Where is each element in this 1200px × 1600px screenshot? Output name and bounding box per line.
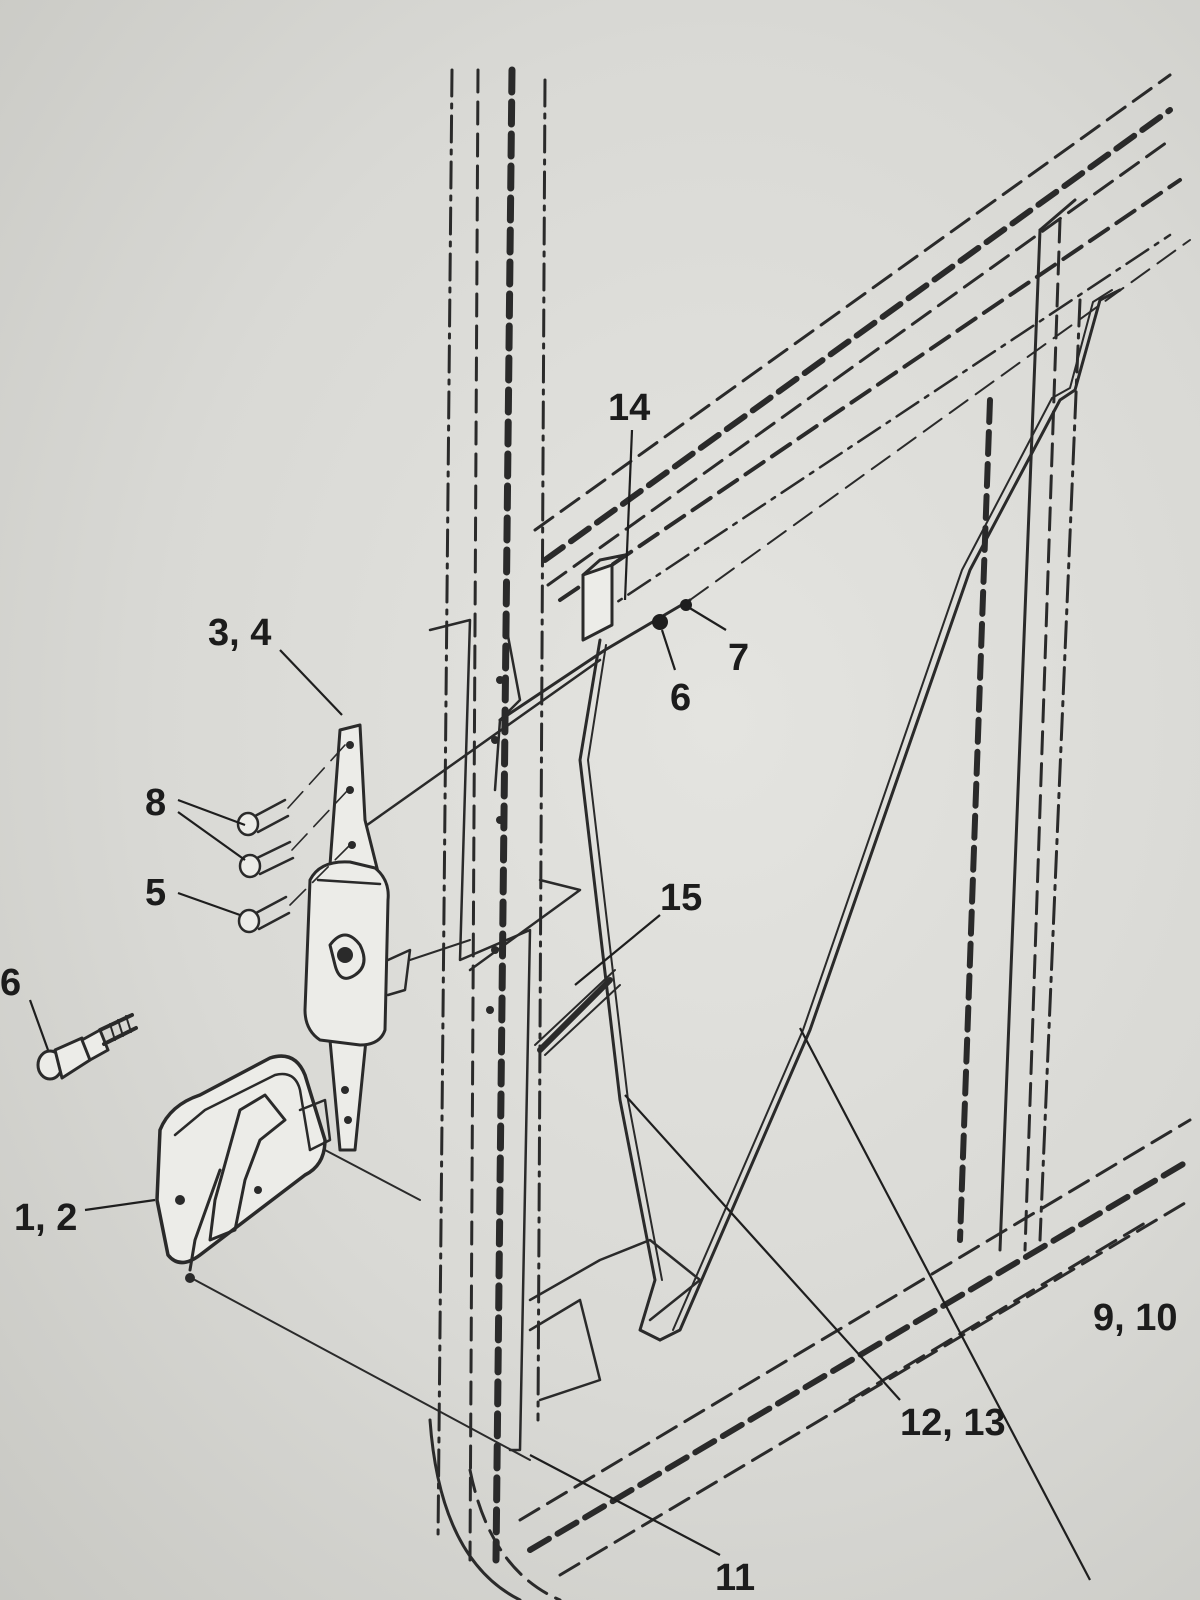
- rod-guide-14: [581, 553, 627, 642]
- callout-5: 5: [145, 872, 166, 914]
- inside-handle-rod: [578, 638, 663, 1342]
- callout-6-left: 6: [0, 962, 21, 1004]
- spring-15: [534, 969, 621, 1056]
- callout-15: 15: [660, 877, 702, 919]
- rod-clips: [652, 599, 692, 630]
- door-bottom-rail: [518, 1118, 1193, 1577]
- leader-lines: [28, 429, 1091, 1581]
- callout-12-13: 12, 13: [900, 1402, 1006, 1444]
- callout-11: 11: [715, 1557, 755, 1599]
- callout-labels: 14 3, 4 7 6 8 5 15 6 1, 2 9, 10 12, 13 1…: [0, 387, 1178, 1599]
- callout-7: 7: [728, 637, 749, 679]
- callout-8: 8: [145, 782, 166, 824]
- callout-14: 14: [608, 387, 650, 429]
- latch-assembly-1-2: [155, 1054, 531, 1461]
- door-rear-edge: [957, 198, 1082, 1252]
- screw-upper: [236, 798, 290, 837]
- door-top-rail: [533, 73, 1182, 622]
- inner-frame-plate: [428, 618, 702, 1452]
- striker-bolt-6: [36, 1013, 138, 1081]
- remote-control-rod: [658, 288, 1122, 1342]
- lock-rod: [358, 239, 1191, 832]
- screw-middle: [238, 840, 295, 879]
- callout-9-10: 9, 10: [1093, 1297, 1178, 1339]
- lock-mechanism-3-4: [303, 723, 471, 1152]
- callout-6-top: 6: [670, 677, 691, 719]
- screw-lower: [237, 895, 291, 934]
- screws-8-5: [236, 744, 351, 934]
- door-pillar: [428, 66, 562, 1600]
- callout-3-4: 3, 4: [208, 612, 271, 654]
- callout-1-2: 1, 2: [14, 1197, 77, 1239]
